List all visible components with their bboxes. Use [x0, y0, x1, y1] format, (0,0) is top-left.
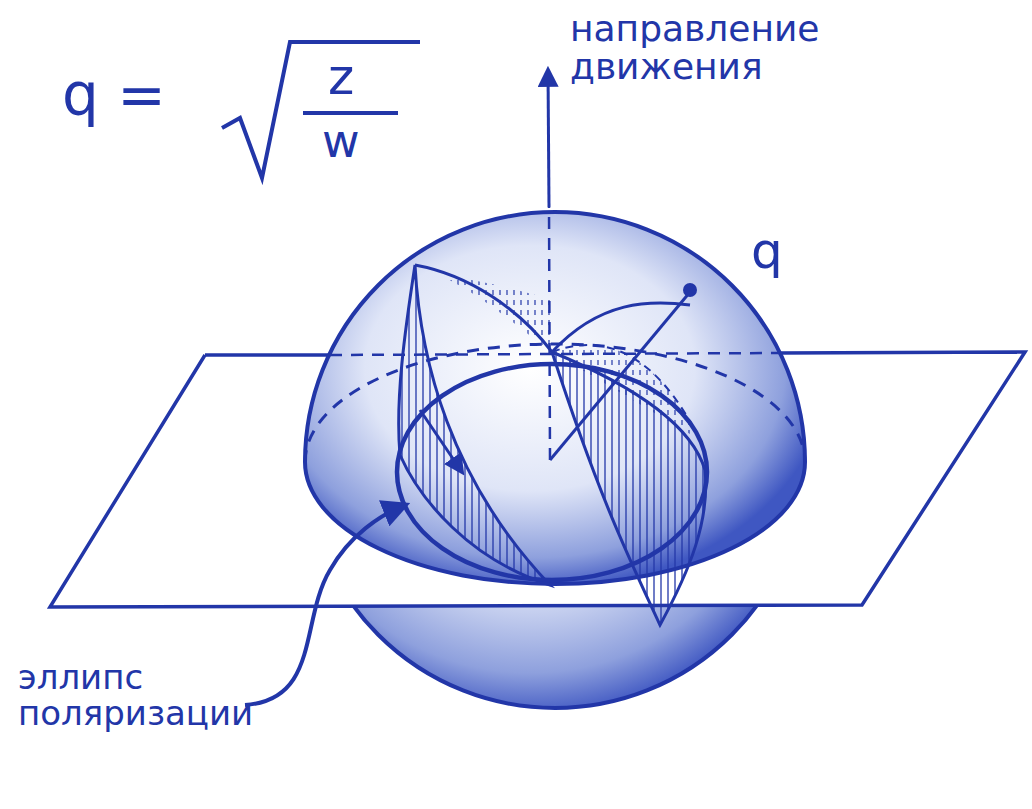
label-holder: z — [328, 52, 354, 102]
formula-lhs: q = — [62, 66, 166, 124]
formula-numerator: z — [328, 52, 354, 102]
label-holder: эллипс поляризации — [18, 660, 298, 731]
label-holder: w — [322, 118, 360, 164]
callout-label: эллипс поляризации — [18, 660, 298, 731]
axis-label: направление движения — [570, 10, 1000, 86]
vector-label: q — [748, 226, 786, 276]
label-holder: q = — [62, 66, 166, 124]
label-holder: q — [748, 226, 786, 276]
formula-denominator: w — [322, 118, 360, 164]
label-holder: направление движения — [570, 10, 1000, 86]
